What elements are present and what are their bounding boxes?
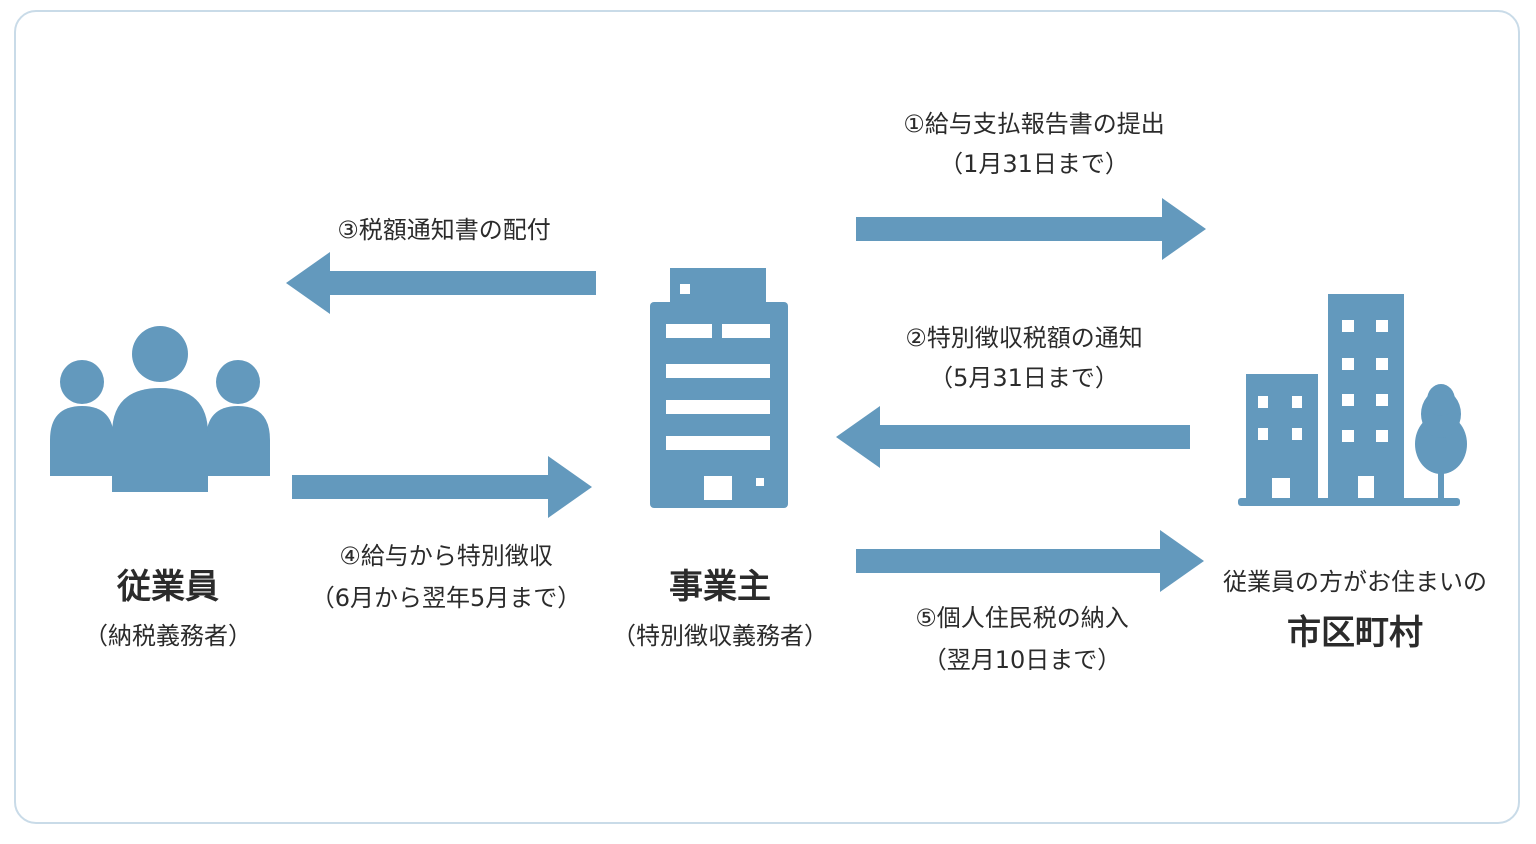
arrow-flow-5-right [856, 530, 1204, 592]
flow-1-date-label: （1月31日まで） [939, 150, 1129, 178]
arrow-flow-1-right [856, 198, 1206, 260]
flow-1-step-label: ①給与支払報告書の提出 [903, 110, 1165, 138]
arrow-flow-2-left [836, 406, 1190, 468]
flow-5-step-label: ⑤個人住民税の納入 [915, 604, 1129, 632]
municipality-title: 市区町村 [1287, 613, 1423, 653]
flow-4-date-label: （6月から翌年5月まで） [310, 584, 582, 612]
arrow-flow-4-right [292, 456, 592, 518]
city-buildings-icon [1238, 294, 1467, 506]
office-building-icon [650, 268, 788, 508]
flow-3-step-label: ③税額通知書の配付 [337, 216, 551, 244]
flow-2-step-label: ②特別徴収税額の通知 [905, 324, 1143, 352]
municipality-pretitle: 従業員の方がお住まいの [1223, 568, 1487, 596]
flow-2-date-label: （5月31日まで） [929, 364, 1119, 392]
flow-5-date-label: （翌月10日まで） [922, 646, 1122, 674]
employee-title: 従業員 [117, 567, 219, 607]
employer-subtitle: （特別徴収義務者） [612, 622, 828, 650]
people-icon [50, 326, 270, 492]
flow-4-step-label: ④給与から特別徴収 [339, 542, 553, 570]
employee-subtitle: （納税義務者） [84, 622, 252, 650]
arrow-flow-3-left [286, 252, 596, 314]
employer-title: 事業主 [669, 567, 771, 607]
